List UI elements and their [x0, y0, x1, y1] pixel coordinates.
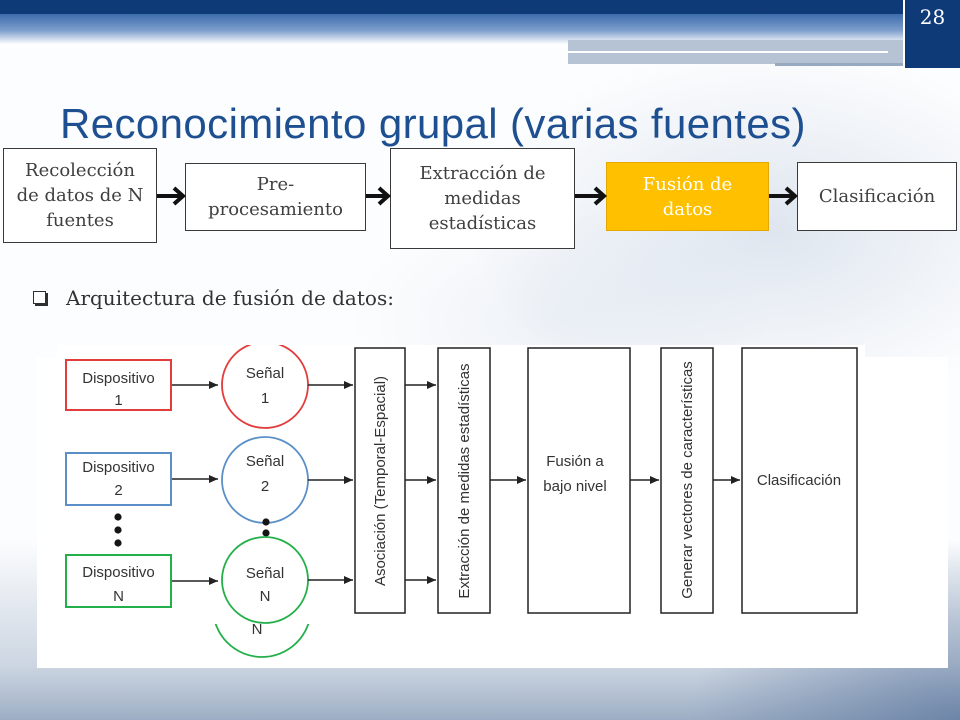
device-1-label: Dispositivo	[82, 370, 155, 387]
stage-low-level-fusion: Fusión a bajo nivel	[527, 347, 631, 614]
header-right-line	[568, 51, 888, 53]
stage-feature-extraction: Extracción de medidas estadísticas	[437, 347, 491, 614]
stage-low-level-fusion-line-2: bajo nivel	[543, 478, 606, 495]
pipeline-arrow-3	[575, 186, 608, 206]
device-1-box	[65, 359, 172, 411]
bullet-text: Arquitectura de fusión de datos:	[66, 286, 394, 310]
pipeline-step-line: Fusión de	[642, 173, 733, 195]
pipeline-step-line: de datos de N	[16, 185, 144, 206]
device-2-box	[65, 452, 172, 506]
device-2: Dispositivo 2	[65, 452, 172, 506]
stage-feature-extraction-label: Extracción de medidas estadísticas	[456, 363, 473, 598]
pipeline-step-line: Extracción de	[419, 163, 546, 184]
device-n-index: N	[113, 588, 124, 605]
header-bar	[0, 0, 903, 14]
stage-low-level-fusion-box	[527, 347, 631, 614]
header-right-accent	[775, 63, 903, 66]
slide-title: Reconocimiento grupal (varias fuentes)	[60, 100, 806, 147]
signal-1-index: 1	[261, 390, 269, 407]
device-1-index: 1	[114, 392, 122, 409]
pipeline-step-line: procesamiento	[208, 199, 343, 220]
pipeline-arrow-4	[769, 186, 799, 206]
pipeline-step-data-fusion: Fusión de datos	[606, 162, 769, 231]
signal-2: Señal 2	[221, 436, 309, 524]
pipeline-step-classification: Clasificación	[797, 162, 957, 231]
signal-fragment-label: N	[252, 621, 263, 638]
page-number: 28	[919, 5, 946, 29]
header-band	[0, 14, 903, 44]
signal-fragment: N	[214, 621, 310, 658]
pipeline-step-line: datos	[662, 198, 713, 220]
hollow-square-bullet-icon	[33, 291, 46, 304]
pipeline-step-preprocessing: Pre- procesamiento	[185, 163, 366, 231]
device-n: Dispositivo N	[65, 554, 172, 608]
pipeline-step-line: estadísticas	[428, 213, 537, 234]
signal-fragment-arc	[214, 624, 310, 658]
stage-low-level-fusion-line-1: Fusión a	[546, 453, 604, 470]
device-n-box	[65, 554, 172, 608]
stage-classification-box	[741, 347, 858, 614]
pipeline-step-line: fuentes	[46, 210, 114, 231]
device-1: Dispositivo 1	[65, 359, 172, 411]
stage-classification: Clasificación	[741, 347, 858, 614]
device-2-label: Dispositivo	[82, 459, 155, 476]
pipeline-arrow-1	[157, 186, 187, 206]
stage-association: Asociación (Temporal-Espacial)	[354, 347, 406, 614]
stage-association-box	[354, 347, 406, 614]
signal-n: Señal N	[221, 536, 309, 624]
page-number-block	[905, 0, 960, 68]
stage-classification-label: Clasificación	[757, 472, 841, 489]
pipeline-step-line: Pre-	[256, 174, 295, 195]
pipeline-step-line: Clasificación	[818, 186, 936, 207]
pipeline-arrows	[157, 186, 799, 206]
device-ellipsis-icon	[114, 513, 122, 547]
pipeline-step-data-collection: Recolección de datos de N fuentes	[3, 148, 157, 243]
pipeline-arrow-2	[366, 186, 392, 206]
stage-association-label: Asociación (Temporal-Espacial)	[372, 376, 389, 586]
signal-1: Señal 1	[221, 345, 309, 429]
pipeline-step-feature-extraction: Extracción de medidas estadísticas	[390, 148, 575, 249]
signal-1-circle	[221, 345, 309, 429]
signal-n-label: Señal	[246, 565, 284, 582]
stage-feature-vectors-label: Generar vectores de características	[679, 361, 696, 599]
signal-1-label: Señal	[246, 365, 284, 382]
pipeline-step-line: medidas	[444, 188, 521, 209]
stage-feature-extraction-box	[437, 347, 491, 614]
stage-feature-vectors: Generar vectores de características	[660, 347, 714, 614]
page-number-divider	[903, 0, 905, 68]
data-fusion-architecture-diagram: Dispositivo 1 Dispositivo 2 Dispositivo …	[65, 345, 858, 658]
pipeline-step-line: Recolección	[25, 160, 135, 181]
device-n-label: Dispositivo	[82, 564, 155, 581]
signal-n-index: N	[260, 588, 271, 605]
signal-2-label: Señal	[246, 453, 284, 470]
signal-2-index: 2	[261, 478, 269, 495]
device-2-index: 2	[114, 482, 122, 499]
